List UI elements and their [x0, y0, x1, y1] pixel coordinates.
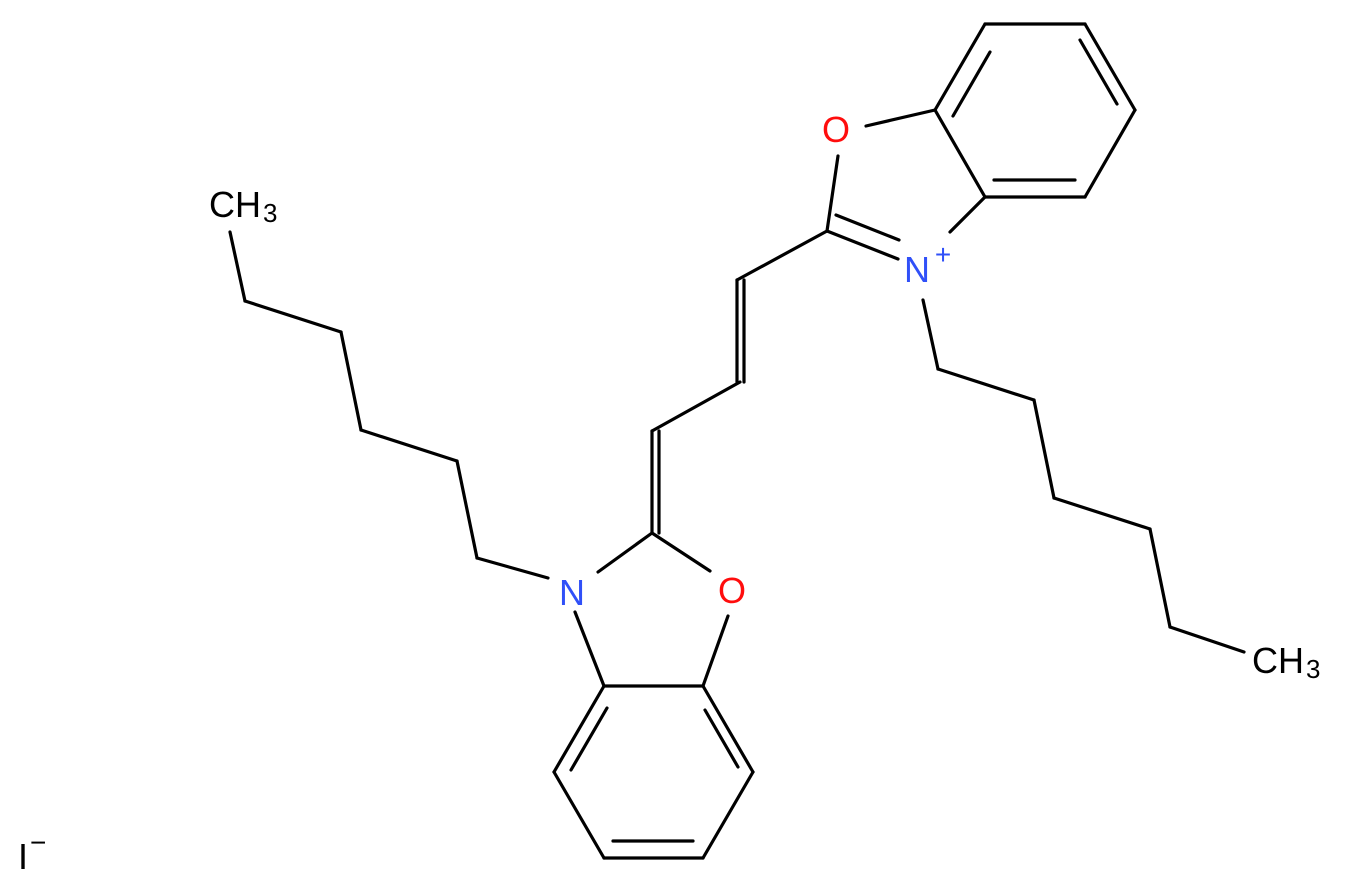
bond: [1148, 527, 1172, 629]
subscript-3: 3: [263, 198, 277, 228]
bond: [701, 614, 730, 688]
bond: [1078, 38, 1119, 106]
bond: [339, 330, 363, 432]
positive-charge: +: [935, 239, 951, 270]
top-benzene-ring: [933, 22, 1137, 199]
nitrogen-cation-top: N +: [904, 239, 951, 290]
bond: [359, 428, 459, 463]
bond: [1083, 108, 1137, 199]
bond: [455, 459, 479, 560]
bond: [921, 298, 940, 371]
bond: [933, 22, 987, 112]
bond: [701, 770, 755, 860]
bond: [573, 610, 606, 688]
oxygen-atom-top: O: [822, 109, 850, 150]
iodine-label: I: [18, 836, 28, 877]
top-oxazole-ring: [825, 108, 987, 261]
bond: [475, 556, 550, 580]
bottom-oxazole-ring: [573, 531, 730, 688]
bond: [569, 706, 609, 772]
bond: [936, 367, 1036, 402]
methine-bridge: [650, 229, 829, 535]
bottom-benzene-ring: [552, 684, 755, 860]
bond: [735, 229, 829, 282]
right-hexyl-chain: [921, 298, 1246, 654]
bond: [1168, 625, 1246, 654]
ch-label: CH: [209, 184, 261, 225]
bond: [948, 195, 987, 234]
bond: [596, 531, 654, 574]
bond: [650, 380, 742, 433]
bond: [1032, 398, 1056, 500]
bond: [701, 684, 755, 774]
methyl-group-right: CH 3: [1252, 640, 1320, 684]
bond: [552, 684, 606, 774]
bond: [834, 213, 901, 242]
bond: [650, 531, 712, 573]
bond: [243, 299, 343, 334]
nitrogen-atom-bottom: N: [559, 572, 585, 613]
bond: [951, 50, 992, 118]
left-hexyl-chain: [228, 230, 550, 580]
nitrogen-atom-top: N: [904, 249, 930, 290]
negative-charge: −: [30, 827, 46, 858]
bond: [825, 154, 840, 233]
oxygen-atom-bottom: O: [718, 570, 746, 611]
bond: [825, 229, 900, 261]
bond: [1083, 22, 1137, 112]
bond: [552, 770, 606, 860]
bond: [703, 708, 740, 769]
bond: [933, 108, 987, 199]
bond: [228, 230, 247, 303]
subscript-3: 3: [1306, 654, 1320, 684]
bond: [1052, 496, 1152, 531]
methyl-group-left: CH 3: [209, 184, 277, 228]
ch-label: CH: [1252, 640, 1304, 681]
bond: [864, 108, 937, 128]
iodide-counterion: I −: [18, 827, 46, 877]
